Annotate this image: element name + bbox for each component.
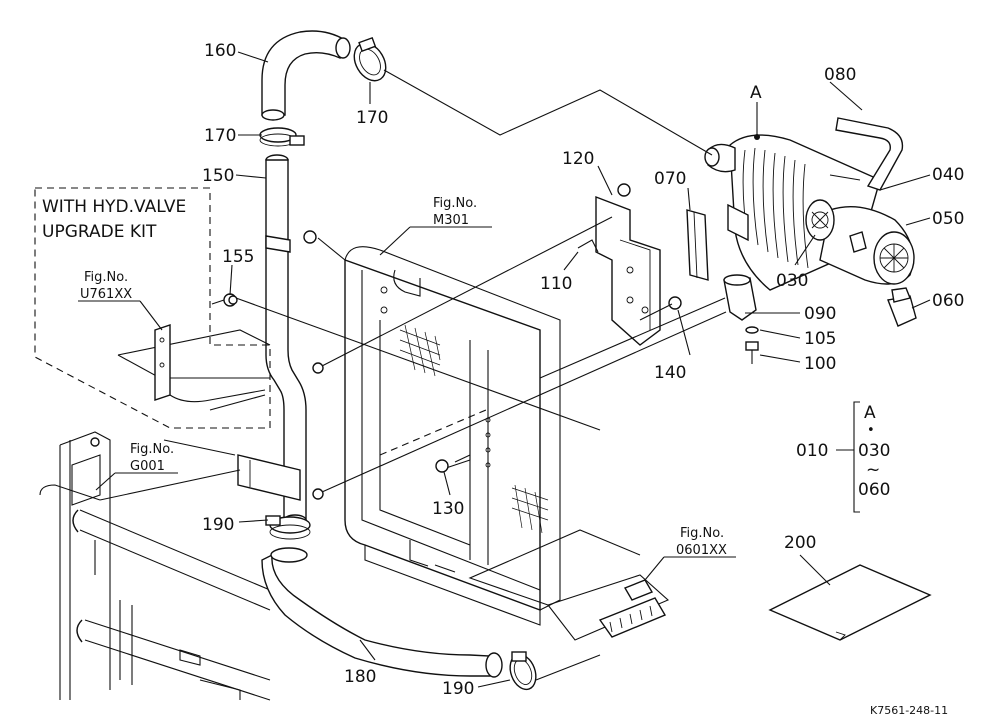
legend-from: 030: [858, 441, 890, 461]
callout-060: 060: [932, 291, 964, 311]
hose-clamp-190-lower: [509, 651, 537, 691]
fig-ref-title-g001: Fig.No.: [130, 442, 174, 457]
kit-box: [34, 187, 271, 429]
callout-160: 160: [204, 41, 236, 61]
lower-hose-180: [261, 547, 503, 678]
callout-point-a: A: [750, 83, 762, 103]
air-cleaner-cap-050: [819, 205, 915, 285]
clip-110: [577, 239, 599, 253]
callout-090: 090: [804, 304, 836, 324]
callout-100: 100: [804, 354, 836, 374]
callout-130: 130: [432, 499, 464, 519]
fig-ref-title-0601xx: Fig.No.: [680, 526, 724, 541]
nut-near-pipe: [303, 230, 317, 244]
fig-ref-title-u761xx: Fig.No.: [84, 270, 128, 285]
hose-clamp-170-upper: [353, 36, 387, 82]
filter-element-030: [805, 199, 835, 241]
sheet-200: [768, 564, 932, 641]
fig-ref-underlines: [78, 226, 736, 581]
kit-label-line2: UPGRADE KIT: [42, 222, 157, 242]
callout-155: 155: [222, 247, 254, 267]
fig-ref-number-u761xx: U761XX: [80, 287, 132, 302]
callout-140: 140: [654, 363, 686, 383]
leader-lines: [99, 69, 861, 681]
kit-label-line1: WITH HYD.VALVE: [42, 197, 186, 217]
hose-clamp-190-upper: [265, 515, 311, 540]
callout-040: 040: [932, 165, 964, 185]
legend-dot: •: [867, 423, 875, 438]
fig-ref-title-m301: Fig.No.: [433, 196, 477, 211]
callout-200: 200: [784, 533, 816, 553]
callout-190-upper: 190: [202, 515, 234, 535]
callout-105: 105: [804, 329, 836, 349]
callout-170-upper: 170: [356, 108, 388, 128]
nut-120-top: [617, 183, 631, 197]
vacuator-valve-060: [887, 287, 917, 327]
legend-to: 060: [858, 480, 890, 500]
callout-030: 030: [776, 271, 808, 291]
callout-180: 180: [344, 667, 376, 687]
chassis-frame: [39, 431, 271, 701]
callout-080: 080: [824, 65, 856, 85]
frame-bolts: [228, 295, 449, 500]
frame-bracket: [380, 286, 491, 471]
fig-ref-number-g001: G001: [130, 459, 165, 474]
radiator-frame: [344, 246, 561, 626]
legend-tilde: ~: [866, 460, 880, 480]
callout-170-lower: 170: [204, 126, 236, 146]
callout-leaders: [229, 51, 931, 688]
legend-assembly-number: 010: [796, 441, 828, 461]
callout-070: 070: [654, 169, 686, 189]
fig-ref-number-0601xx: 0601XX: [676, 543, 727, 558]
fig-ref-number-m301: M301: [433, 213, 469, 228]
elbow-090: [723, 274, 757, 321]
pad-070: [686, 209, 709, 281]
drawing-number: K7561-248-11: [870, 704, 948, 717]
bolt-100: [745, 341, 759, 364]
nut-140: [668, 296, 682, 310]
callout-190-lower: 190: [442, 679, 474, 699]
part-0601xx: [547, 574, 670, 641]
washer-105: [745, 326, 759, 334]
callout-150: 150: [202, 166, 234, 186]
callout-120: 120: [562, 149, 594, 169]
intake-pipe-150: [237, 154, 307, 526]
callout-050: 050: [932, 209, 964, 229]
callout-110: 110: [540, 274, 572, 294]
hose-clamp-170-lower: [259, 127, 305, 147]
assembly-legend-bracket: [836, 401, 860, 513]
mounting-bracket-120: [595, 195, 661, 346]
strap-080: [835, 117, 904, 191]
legend-point: A: [864, 403, 876, 423]
upper-hose-160: [261, 30, 351, 121]
